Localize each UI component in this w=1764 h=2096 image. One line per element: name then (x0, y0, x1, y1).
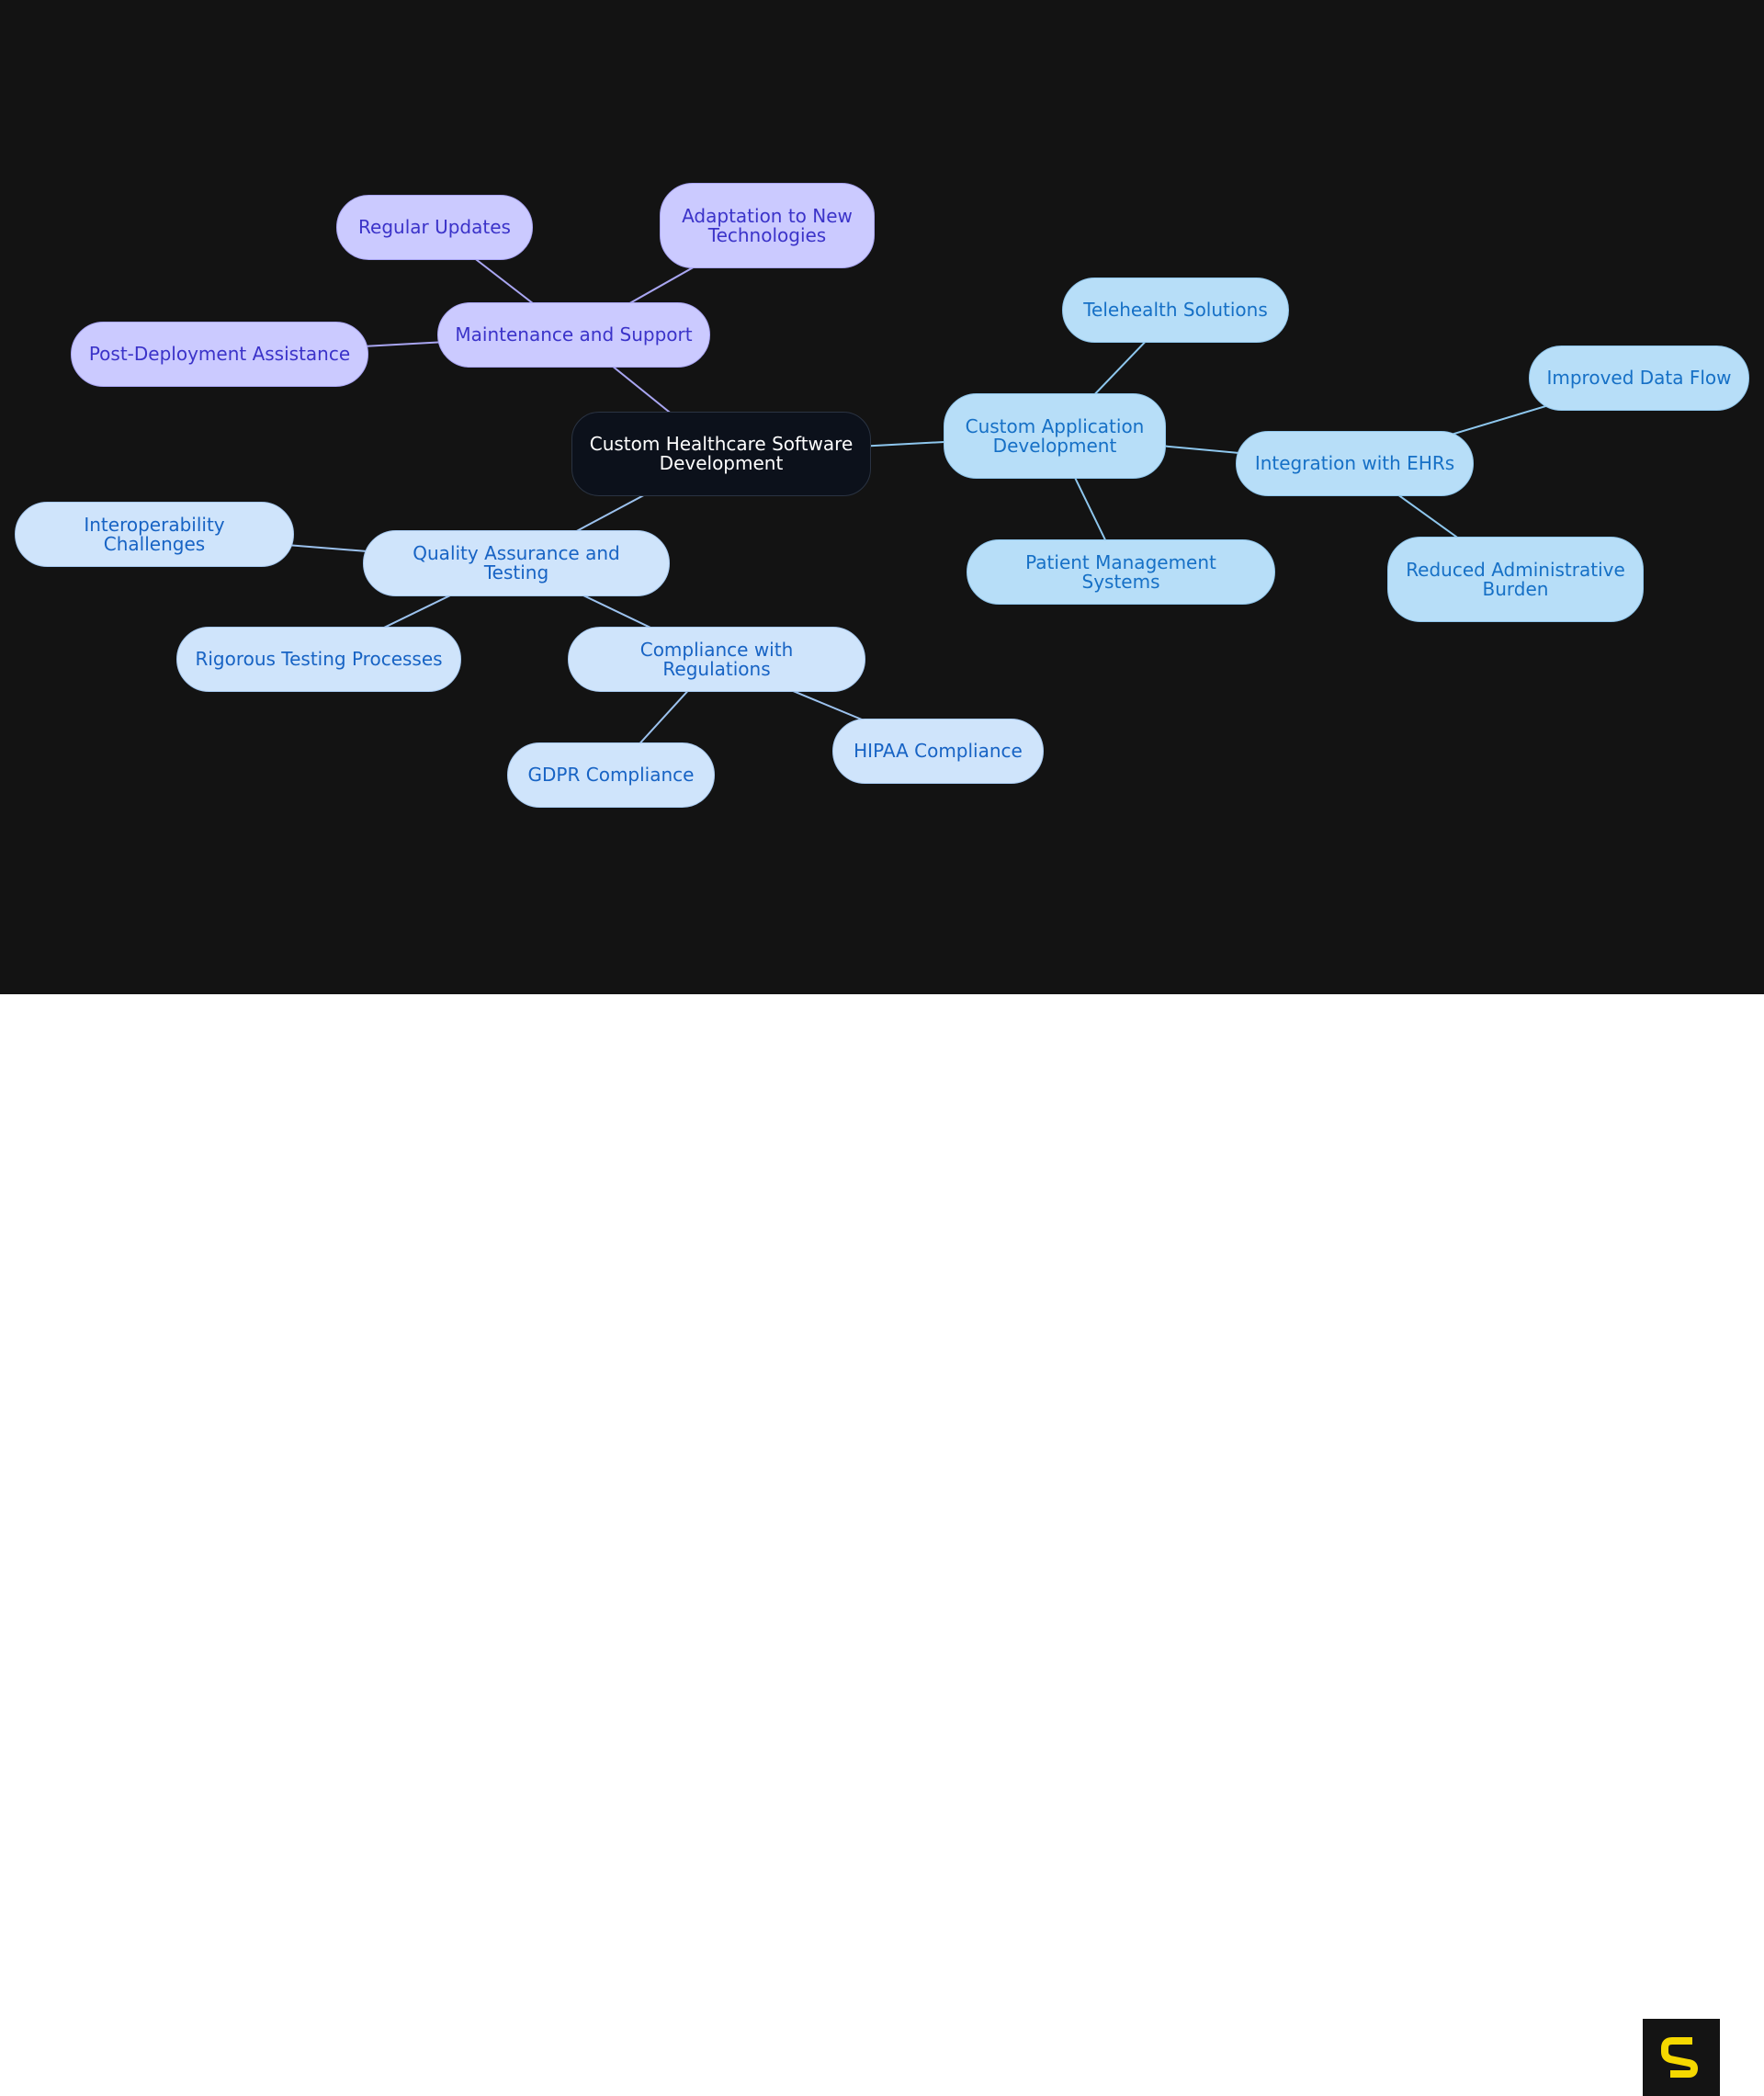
connector-lines (153, 224, 1640, 776)
node-rigorous: Rigorous Testing Processes (176, 627, 461, 692)
node-regular: Regular Updates (336, 195, 533, 260)
node-customapp: Custom Application Development (944, 393, 1166, 479)
node-maint: Maintenance and Support (437, 302, 710, 368)
node-label: Adaptation to New Technologies (682, 204, 853, 246)
node-label: Improved Data Flow (1546, 367, 1732, 389)
node-reduced: Reduced Administrative Burden (1387, 537, 1644, 622)
node-label: Regular Updates (358, 216, 511, 238)
node-label: Patient Management Systems (1025, 550, 1216, 593)
node-qa: Quality Assurance and Testing (363, 530, 670, 596)
node-label: Reduced Administrative Burden (1406, 558, 1625, 600)
node-root: Custom Healthcare Software Development (571, 412, 871, 496)
node-postdep: Post-Deployment Assistance (71, 322, 368, 387)
node-adapt: Adaptation to New Technologies (660, 183, 875, 268)
node-label: HIPAA Compliance (854, 740, 1023, 762)
mindmap-canvas: Custom Healthcare Software Development Ma… (0, 0, 1764, 994)
node-label: Integration with EHRs (1254, 452, 1455, 474)
node-hipaa: HIPAA Compliance (832, 719, 1044, 784)
node-label: GDPR Compliance (527, 764, 695, 786)
node-label: Rigorous Testing Processes (195, 648, 443, 670)
node-interop: Interoperability Challenges (15, 502, 294, 567)
node-label: Compliance with Regulations (639, 638, 794, 680)
node-label: Quality Assurance and Testing (413, 542, 620, 583)
node-label: Interoperability Challenges (84, 513, 225, 555)
node-label: Maintenance and Support (455, 323, 693, 346)
node-gdpr: GDPR Compliance (507, 742, 715, 808)
node-label: Telehealth Solutions (1083, 299, 1268, 321)
node-label: Custom Healthcare Software Development (589, 433, 854, 474)
node-ehr: Integration with EHRs (1236, 431, 1474, 496)
s-logo-icon (1643, 2019, 1720, 2096)
node-patient: Patient Management Systems (967, 539, 1275, 605)
node-compliance: Compliance with Regulations (568, 627, 865, 692)
node-telehealth: Telehealth Solutions (1062, 278, 1289, 343)
node-dataflow: Improved Data Flow (1529, 346, 1749, 411)
node-label: Post-Deployment Assistance (88, 343, 351, 365)
node-label: Custom Application Development (965, 414, 1145, 457)
footer (0, 994, 1764, 2096)
